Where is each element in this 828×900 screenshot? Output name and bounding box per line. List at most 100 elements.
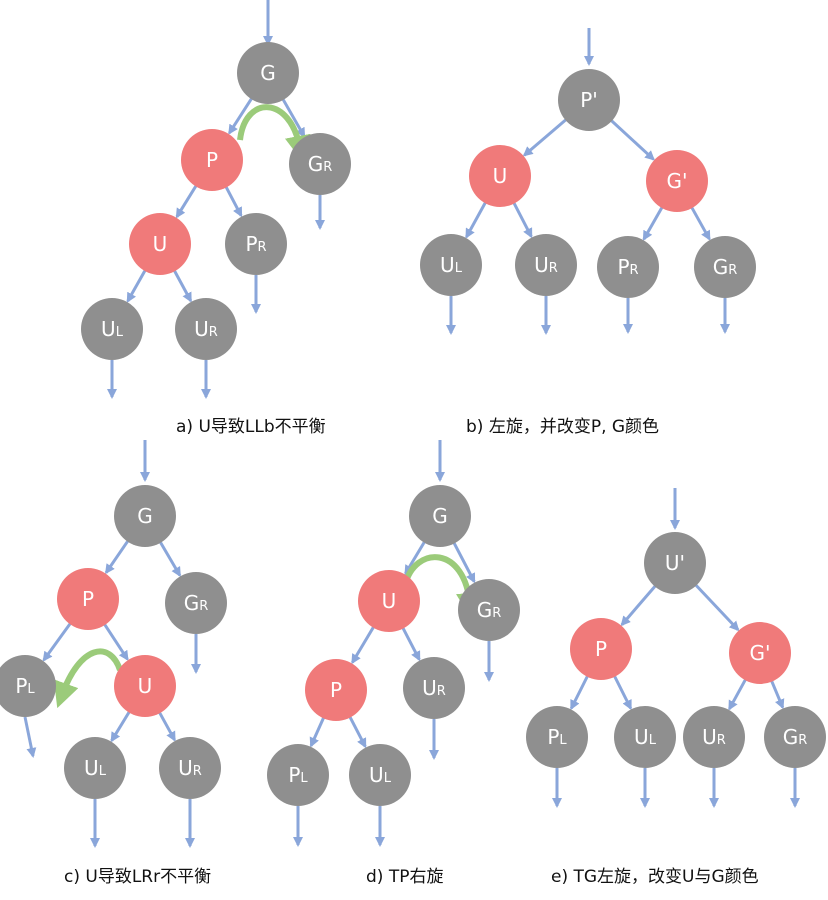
panel-b-node-GR (694, 236, 756, 298)
panel-a-node-UR (175, 298, 237, 360)
caption-panel-c: c) U导致LRr不平衡 (64, 867, 212, 887)
panel-e-node-UR (683, 706, 745, 768)
panel-c-node-G (114, 485, 176, 547)
panel-a-node-U (129, 213, 191, 275)
panel-d-node-GR (458, 579, 520, 641)
panel-d-node-PL-label: PL (288, 763, 308, 787)
panel-a-node-P (181, 129, 243, 191)
panel-c-edge-G-GR (157, 538, 182, 578)
panel-c-node-PL-label: PL (15, 674, 35, 698)
panel-c-edge-U-UR (156, 708, 176, 742)
panel-b-node-UR-label: UR (534, 253, 558, 277)
panel-e-node-P (570, 618, 632, 680)
panel-c-node-GR-label: GR (184, 591, 209, 615)
panel-a-node-G-label: G (260, 61, 276, 85)
panel-c-node-P (57, 568, 119, 630)
panel-b-node-U (469, 145, 531, 207)
panel-b-node-UL (420, 234, 482, 296)
panel-b-edge-G-GR (688, 203, 711, 241)
panel-d-node-PL (267, 744, 329, 806)
panel-d-edge-U-P (351, 623, 377, 665)
panel-e-edge-U-G (692, 581, 740, 632)
panel-e-edge-P-PL (569, 672, 591, 711)
panel-c-rotation-arrow (53, 648, 123, 709)
panel-d-node-UL-label: UL (369, 763, 392, 787)
panel-c-leaf-arrow-PL (23, 716, 37, 758)
panel-a-edge-P-U (175, 182, 200, 219)
panel-d-node-UL (349, 744, 411, 806)
panel-a-node-PR (225, 213, 287, 275)
panel-a-edge-P-PR (223, 183, 243, 218)
panel-d-node-U (358, 570, 420, 632)
panel-d-edge-G-U (404, 538, 428, 576)
panel-b-edge-U-UL (465, 198, 489, 239)
panel-c-node-UR-label: UR (178, 756, 202, 780)
panel-b-node-P-label: P' (580, 88, 598, 112)
panel-c-node-U-label: U (138, 674, 153, 698)
panel-b-node-G (646, 150, 708, 212)
caption-panel-e: e) TG左旋，改变U与G颜色 (551, 867, 759, 887)
panel-e-node-G-label: G' (750, 641, 771, 665)
panel-e-node-GR (764, 706, 826, 768)
panel-b-node-GR-label: GR (713, 255, 738, 279)
panel-e-edge-G-GR (769, 677, 785, 710)
panel-d-edge-G-GR (451, 539, 476, 584)
panel-d-node-G-label: G (432, 504, 448, 528)
panel-e-edge-G-UR (728, 675, 749, 711)
panel-d-edge-P-PL (309, 714, 327, 748)
panel-d-rotation-arrow (402, 554, 482, 619)
panel-b-edge-G-PR (642, 203, 665, 241)
panel-d-node-GR-label: GR (477, 598, 502, 622)
caption-panel-a: a) U导致LLb不平衡 (176, 417, 326, 437)
panel-e-node-UL-label: UL (634, 725, 657, 749)
panel-b-node-G-label: G' (667, 169, 688, 193)
panel-e-edge-U-P (620, 582, 659, 627)
panel-d-node-P (305, 659, 367, 721)
panel-a-node-UR-label: UR (194, 317, 218, 341)
panel-c-node-UL (64, 737, 126, 799)
panel-c-edge-G-P (104, 537, 131, 575)
panel-d-edge-U-UR (400, 624, 421, 662)
panel-b-node-P (558, 69, 620, 131)
panel-c-node-P-label: P (82, 587, 94, 611)
panel-d-edge-P-UL (347, 713, 367, 749)
panel-a-node-UL-label: UL (101, 317, 124, 341)
panel-a-node-GR (289, 133, 351, 195)
panel-d-node-G (409, 485, 471, 547)
panel-e-node-PL (526, 706, 588, 768)
caption-panel-b: b) 左旋，并改变P, G颜色 (466, 417, 660, 437)
panel-c-node-UL-label: UL (84, 756, 107, 780)
panel-a-node-GR-label: GR (308, 152, 333, 176)
panel-a-node-G (237, 42, 299, 104)
panel-a-edge-G-GR (280, 95, 306, 138)
panel-b-node-UL-label: UL (440, 253, 463, 277)
panel-e-node-GR-label: GR (783, 725, 808, 749)
panel-d-node-U-label: U (382, 589, 397, 613)
panel-c-node-U (114, 655, 176, 717)
panel-a-node-PR-label: PR (245, 232, 266, 256)
panel-e-node-PL-label: PL (547, 725, 567, 749)
panel-c-node-PL (0, 655, 56, 717)
panel-b-edge-P-U (522, 116, 570, 157)
panel-c-node-GR (165, 572, 227, 634)
panel-c-node-UR (159, 737, 221, 799)
panel-c-edge-P-U (101, 620, 129, 661)
panel-e-node-U-label: U' (665, 551, 685, 575)
panel-a-edge-U-UL (126, 266, 149, 303)
panel-d-node-UR-label: UR (422, 676, 446, 700)
panel-a-node-UL (81, 298, 143, 360)
panel-e-node-UL (614, 706, 676, 768)
panel-e-edge-P-UL (611, 672, 633, 711)
panel-b-node-PR (597, 236, 659, 298)
panel-e-node-P-label: P (595, 637, 607, 661)
panel-e-node-UR-label: UR (702, 725, 726, 749)
panel-b-node-PR-label: PR (617, 255, 638, 279)
panel-d-node-P-label: P (330, 678, 342, 702)
panel-b-node-U-label: U (493, 164, 508, 188)
panel-b-edge-P-G (607, 117, 655, 161)
panel-a-node-U-label: U (153, 232, 168, 256)
panel-e-node-U (644, 532, 706, 594)
panel-d-node-UR (403, 657, 465, 719)
panel-b-edge-U-UR (511, 199, 533, 239)
panel-e-node-G (729, 622, 791, 684)
